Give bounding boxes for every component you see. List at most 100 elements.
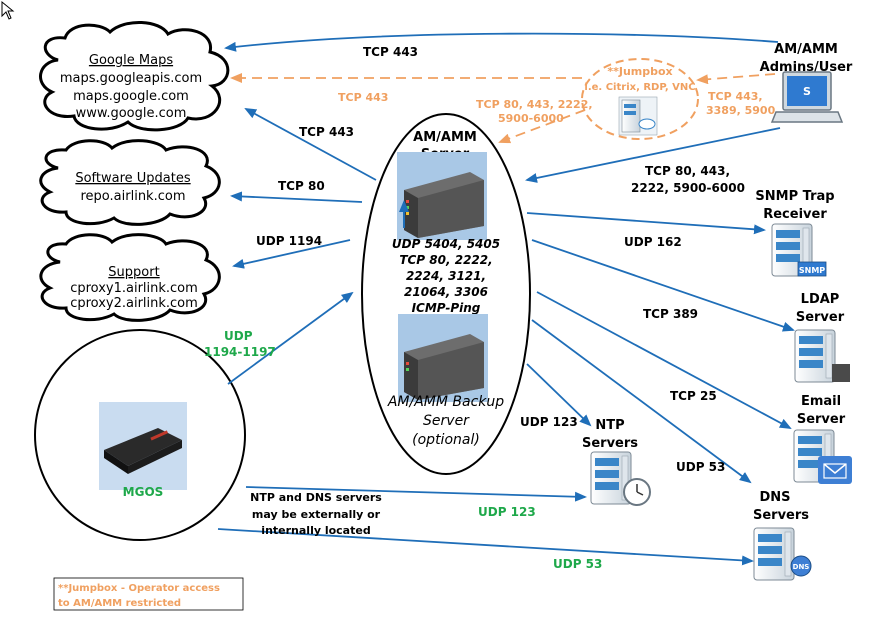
note-line-3: internally located (261, 524, 370, 537)
ldap-badge-icon (832, 364, 850, 382)
cloud-software-updates: Software Updates repo.airlink.com (39, 139, 221, 226)
arrow-server-ntp (526, 363, 592, 427)
arrow-server-snmp (526, 212, 766, 235)
jumpbox-subtitle: i.e. Citrix, RDP, VNC (584, 82, 695, 93)
admin-laptop-node: AM/AMM Admins/User S (760, 42, 853, 123)
snmp-title-line1: SNMP Trap (755, 189, 834, 204)
jumpbox-title: **Jumpbox (607, 65, 672, 78)
label-admins-jumpbox-l2: 3389, 5900 (706, 104, 776, 117)
cloud-support: Support cproxy1.airlink.com cproxy2.airl… (39, 233, 221, 322)
label-mgos-server-l2: 1194-1197 (204, 345, 276, 359)
dns-globe-icon (790, 555, 812, 577)
ldap-server-icon (794, 329, 836, 383)
arrow-server-updates (230, 191, 363, 203)
backup-server-line2: Server (423, 413, 470, 429)
footnote-line-1: **Jumpbox - Operator access (58, 583, 220, 594)
backup-server-line3: (optional) (412, 432, 480, 448)
label-mgos-server-l1: UDP (224, 329, 253, 343)
mail-envelope-icon (818, 456, 852, 484)
dns-node: DNS Servers DNS (753, 490, 812, 581)
arrow-server-email (536, 291, 792, 429)
arrow-mgos-server (227, 291, 354, 385)
cloud-support-title: Support (108, 265, 159, 280)
ldap-title-line2: Server (796, 310, 845, 325)
connection-arrows (217, 32, 795, 566)
cloud-support-line-2: cproxy2.airlink.com (70, 296, 198, 311)
label-server-ntp: UDP 123 (520, 415, 578, 429)
dns-server-icon (753, 527, 795, 581)
dns-badge: DNS (793, 563, 810, 571)
arrow-mgos-dns (217, 528, 754, 566)
arrow-mgos-ntp (245, 486, 587, 502)
arrow-server-dns (531, 319, 752, 484)
backup-server-line1: AM/AMM Backup (387, 394, 504, 410)
arrow-admins-jumpbox (696, 73, 776, 85)
backup-server-icon (398, 314, 488, 402)
label-server-google: TCP 443 (299, 125, 354, 139)
edge-labels: TCP 443 TCP 443 TCP 443, 3389, 5900 TCP … (204, 45, 776, 571)
label-server-updates: TCP 80 (278, 179, 325, 193)
jumpbox-footnote: **Jumpbox - Operator access to AM/AMM re… (53, 577, 244, 611)
snmp-node: SNMP Trap Receiver SNMP (755, 189, 835, 277)
note-line-2: may be externally or (252, 508, 381, 521)
dns-title-line1: DNS (759, 490, 790, 505)
label-mgos-ntp: UDP 123 (478, 505, 536, 519)
router-icon (99, 402, 187, 490)
jumpbox-server-icon (618, 96, 658, 136)
mouse-cursor-icon (1, 0, 15, 20)
amm-server-cluster: AM/AMM Server UDP 5404, 5405 TCP 80, 222… (361, 113, 531, 475)
cloud-support-line-1: cproxy1.airlink.com (70, 281, 198, 296)
label-admins-server-l2: 2222, 5900-6000 (631, 181, 745, 195)
ldap-title-line1: LDAP (801, 292, 840, 307)
cloud-software-updates-title: Software Updates (75, 171, 191, 186)
ntp-dns-note: NTP and DNS servers may be externally or… (250, 491, 382, 537)
label-admins-server-l1: TCP 80, 443, (645, 164, 730, 178)
mgos-label: MGOS (123, 485, 164, 499)
cloud-software-updates-line-1: repo.airlink.com (81, 189, 186, 204)
ports-line-2: TCP 80, 2222, (399, 253, 492, 267)
label-server-dns: UDP 53 (676, 460, 725, 474)
ports-line-4: 21064, 3306 (404, 285, 488, 299)
ports-line-5: ICMP-Ping (412, 301, 481, 315)
ldap-node: LDAP Server (794, 292, 850, 383)
ntp-title-line2: Servers (582, 436, 638, 451)
footnote-line-2: to AM/AMM restricted (58, 598, 181, 609)
ports-line-3: 2224, 3121, (406, 269, 486, 283)
cloud-google-maps: Google Maps maps.googleapis.com maps.goo… (39, 20, 230, 132)
label-server-ldap: TCP 389 (643, 307, 698, 321)
clock-icon (623, 478, 651, 506)
cloud-google-maps-title: Google Maps (89, 53, 173, 68)
arrow-admins-google (224, 32, 779, 52)
jumpbox-node: **Jumpbox i.e. Citrix, RDP, VNC (581, 58, 699, 140)
ntp-title-line1: NTP (595, 418, 624, 433)
arrow-server-google (244, 108, 377, 181)
cloud-google-maps-line-3: www.google.com (76, 106, 187, 121)
cloud-google-maps-line-1: maps.googleapis.com (60, 71, 202, 86)
ports-line-1: UDP 5404, 5405 (392, 237, 500, 251)
email-title-line2: Server (797, 412, 846, 427)
label-admins-google: TCP 443 (363, 45, 418, 59)
arrow-server-ldap (531, 239, 795, 332)
label-jumpbox-server-l1: TCP 80, 443, 2222, (476, 98, 593, 111)
admins-title-line1: AM/AMM (774, 42, 838, 57)
label-server-snmp: UDP 162 (624, 235, 682, 249)
laptop-icon: S (770, 71, 844, 123)
label-jumpbox-google: TCP 443 (338, 91, 388, 104)
label-server-support: UDP 1194 (256, 234, 322, 248)
email-node: Email Server (793, 394, 852, 484)
admins-title-line2: Admins/User (760, 60, 853, 75)
mgos-node: MGOS (34, 329, 246, 541)
label-admins-jumpbox-l1: TCP 443, (708, 90, 763, 103)
label-jumpbox-server-l2: 5900-6000 (498, 112, 564, 125)
ntp-node: NTP Servers (582, 418, 651, 506)
cloud-google-maps-line-2: maps.google.com (73, 89, 189, 104)
amm-server-title-line1: AM/AMM (413, 130, 477, 145)
label-mgos-dns: UDP 53 (553, 557, 602, 571)
note-line-1: NTP and DNS servers (250, 491, 382, 504)
amm-server-icon (397, 152, 487, 240)
snmp-badge: SNMP (799, 266, 825, 275)
snmp-title-line2: Receiver (763, 207, 827, 222)
arrow-admins-server (525, 127, 781, 183)
